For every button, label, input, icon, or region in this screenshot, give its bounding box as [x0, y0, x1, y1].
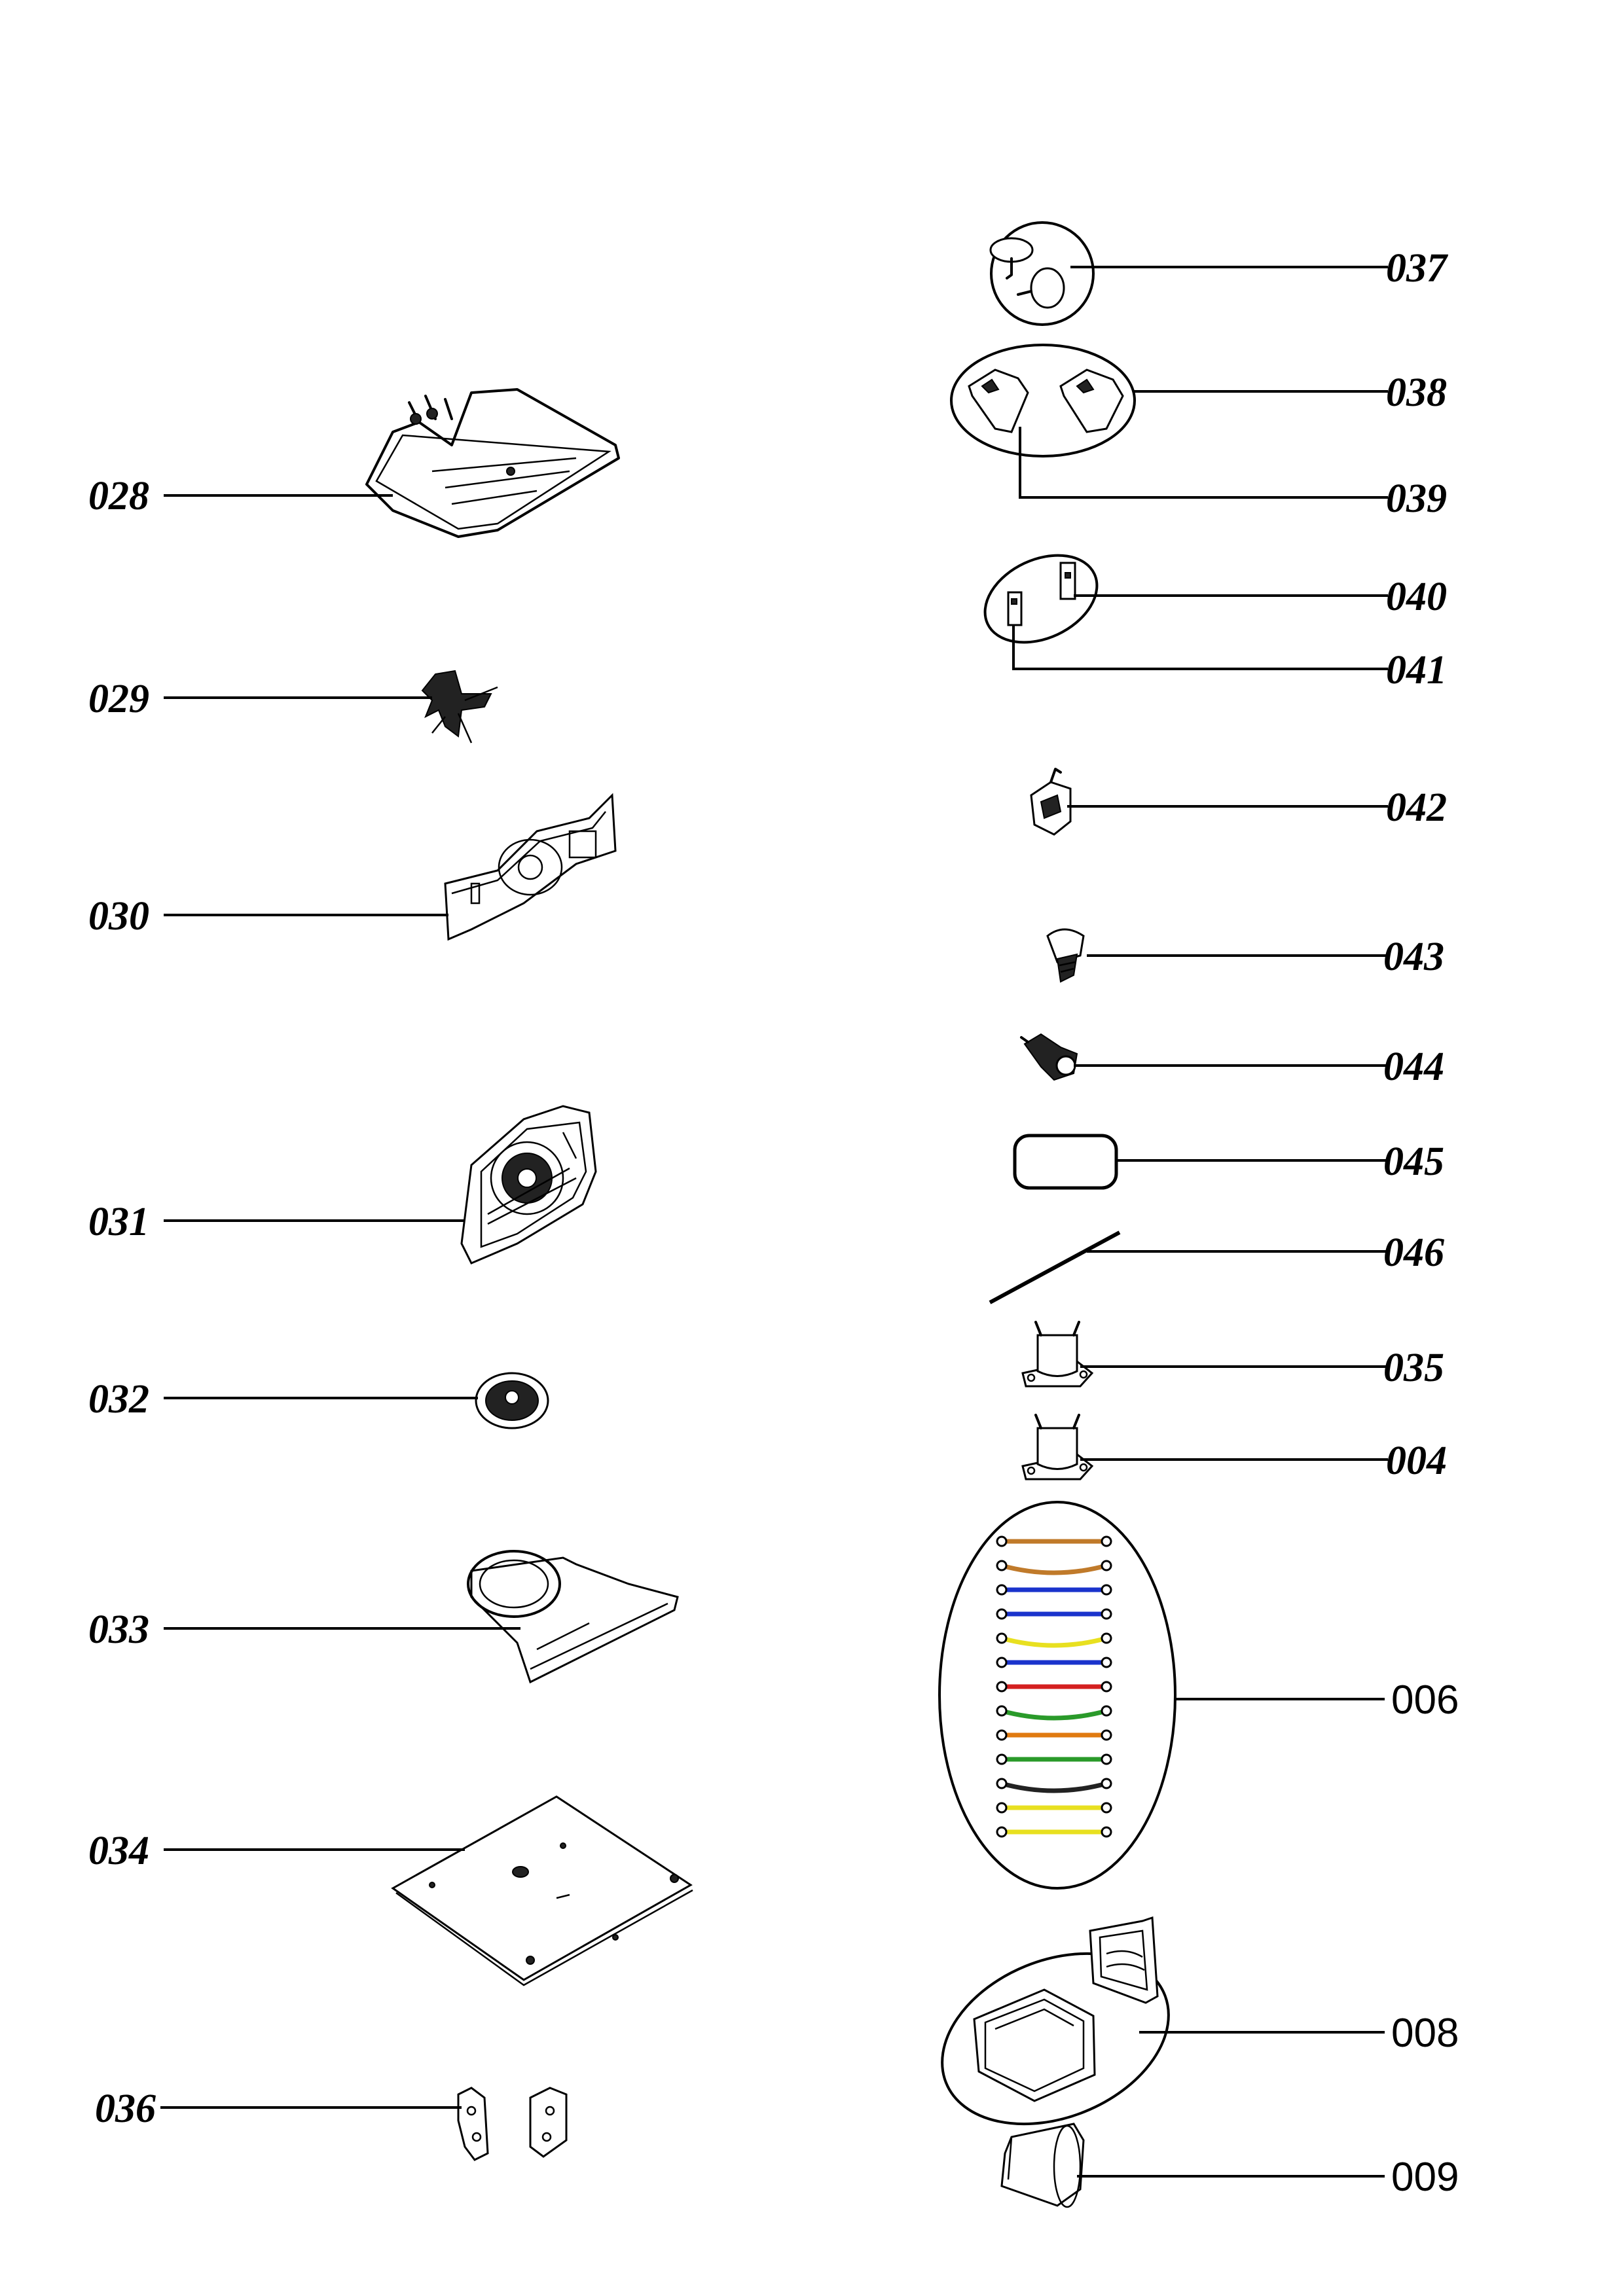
- wire-terminal: [996, 1826, 1008, 1838]
- wire: [1001, 1708, 1107, 1721]
- part-044-lamp-holder: [1020, 1033, 1078, 1081]
- wire-terminal: [996, 1705, 1008, 1717]
- wire-terminal: [1101, 1657, 1112, 1668]
- wire-terminal: [996, 1632, 1008, 1644]
- label-044: 044: [1383, 1045, 1444, 1089]
- wire-terminal: [996, 1584, 1008, 1596]
- part-045-gasket: [1013, 1134, 1118, 1190]
- wire-terminal: [1101, 1632, 1112, 1644]
- label-038: 038: [1386, 370, 1447, 415]
- wire-terminal: [996, 1681, 1008, 1693]
- part-046-rod: [989, 1230, 1121, 1304]
- wire-terminal: [1101, 1681, 1112, 1693]
- wire-terminal: [1101, 1584, 1112, 1596]
- leader-039: [1019, 427, 1388, 499]
- label-029: 029: [88, 677, 149, 721]
- wire-terminal: [1101, 1778, 1112, 1789]
- wire-terminal: [1101, 1705, 1112, 1717]
- wire-terminal: [996, 1802, 1008, 1814]
- wire-terminal: [996, 1753, 1008, 1765]
- label-031: 031: [88, 1200, 149, 1244]
- label-039: 039: [1386, 476, 1447, 521]
- label-045: 045: [1383, 1139, 1444, 1184]
- part-008-duct-set: [941, 1916, 1170, 2126]
- wire: [1001, 1781, 1107, 1793]
- label-033: 033: [88, 1607, 149, 1652]
- leader-041: [1012, 625, 1388, 670]
- label-008: 008: [1391, 2011, 1459, 2056]
- label-036: 036: [95, 2087, 156, 2131]
- label-030: 030: [88, 894, 149, 939]
- wire-terminal: [996, 1729, 1008, 1741]
- label-009: 009: [1391, 2155, 1459, 2200]
- wire-terminal: [1101, 1802, 1112, 1814]
- part-043-oven-lamp: [1046, 928, 1085, 983]
- part-029-fan-motor: [421, 670, 498, 744]
- label-032: 032: [88, 1377, 149, 1422]
- part-038-039-holders: [950, 344, 1136, 457]
- wire-terminal: [1101, 1608, 1112, 1620]
- wire-terminal: [996, 1560, 1008, 1571]
- part-004-thermostat: [1021, 1414, 1094, 1480]
- part-033-fan-baffle: [467, 1550, 679, 1684]
- wire-terminal: [1101, 1535, 1112, 1547]
- part-036-clips: [457, 2087, 568, 2161]
- wire-terminal: [996, 1608, 1008, 1620]
- part-006-wiring-set: [938, 1501, 1176, 1890]
- label-041: 041: [1386, 648, 1447, 692]
- wire-terminal: [1101, 1753, 1112, 1765]
- label-046: 046: [1383, 1230, 1444, 1275]
- part-034-base-plate: [391, 1795, 693, 1986]
- part-031-fan-cover: [460, 1105, 597, 1265]
- label-035: 035: [1383, 1346, 1444, 1390]
- part-032-fan-blade: [475, 1372, 549, 1429]
- wire-terminal: [996, 1535, 1008, 1547]
- label-040: 040: [1386, 575, 1447, 619]
- label-028: 028: [88, 474, 149, 518]
- wire-terminal: [1101, 1729, 1112, 1741]
- wire-terminal: [996, 1778, 1008, 1789]
- part-030-rear-bracket: [444, 793, 617, 941]
- label-043: 043: [1383, 935, 1444, 979]
- wire: [1001, 1636, 1107, 1648]
- part-028-grill-element: [365, 388, 620, 538]
- label-004: 004: [1386, 1439, 1447, 1483]
- label-006: 006: [1391, 1677, 1459, 1723]
- wire: [1001, 1563, 1107, 1575]
- wire-bundle: [996, 1535, 1112, 1838]
- part-009-ring: [1000, 2123, 1085, 2208]
- label-037: 037: [1386, 246, 1449, 291]
- part-037-knobs: [989, 221, 1095, 326]
- wire-terminal: [996, 1657, 1008, 1668]
- part-035-thermostat: [1021, 1321, 1094, 1388]
- label-034: 034: [88, 1829, 149, 1873]
- wire-terminal: [1101, 1560, 1112, 1571]
- part-042-door-switch: [1030, 768, 1072, 836]
- part-040-041-hinges: [983, 554, 1099, 644]
- wire-terminal: [1101, 1826, 1112, 1838]
- label-042: 042: [1386, 785, 1447, 830]
